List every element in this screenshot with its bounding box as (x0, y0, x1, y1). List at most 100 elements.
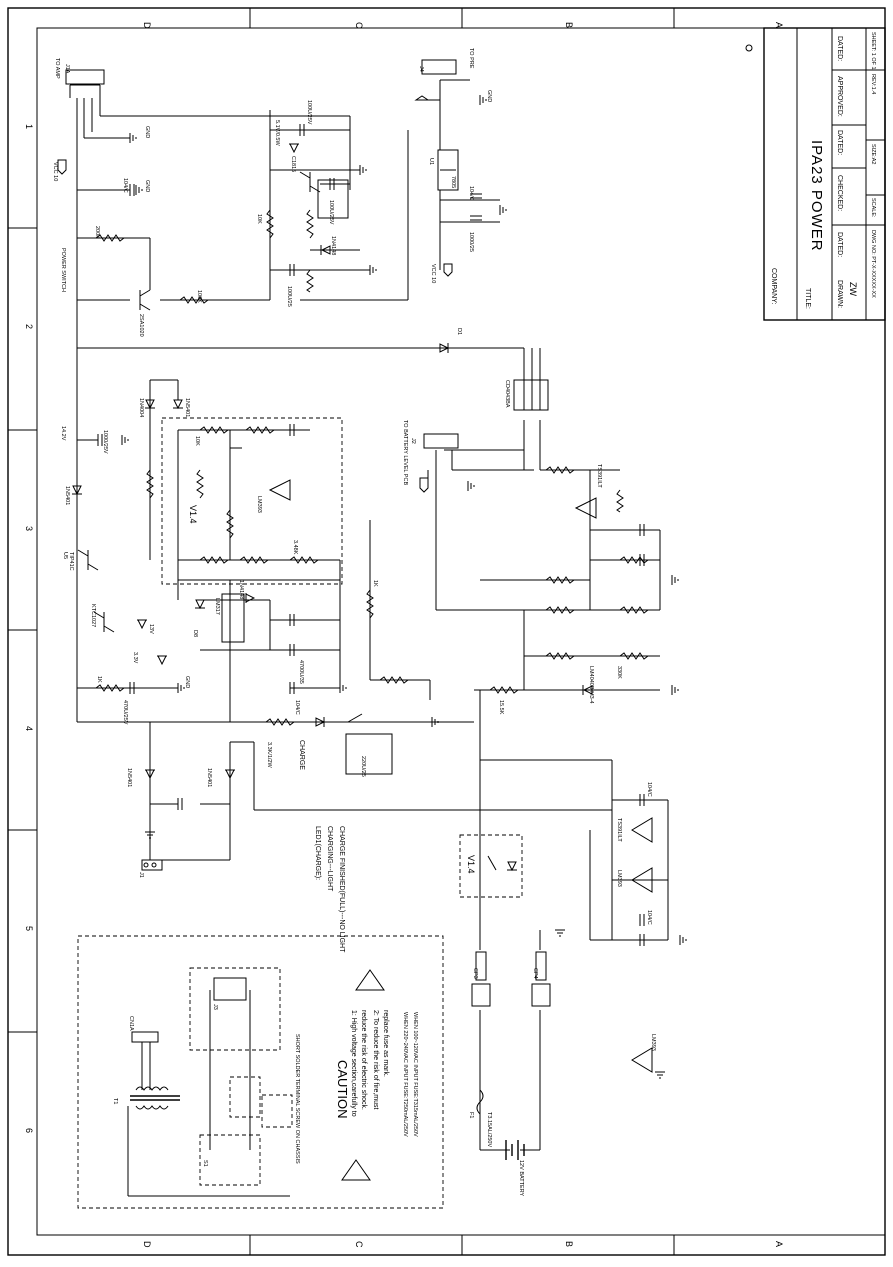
led-line-2: CHARGE FINISHED(FULL)---NO LIGHT (338, 826, 345, 953)
battery-fuse-label: T3.15AL/250V (486, 1112, 492, 1147)
to-amp-label: TO AMP (54, 58, 60, 79)
svg-text:1N5401: 1N5401 (206, 768, 212, 787)
drawing-title: IPA23 POWER (808, 140, 825, 252)
grounds (121, 95, 687, 1079)
caution-line-1b: reduce the risk of electric shock. (360, 1010, 367, 1110)
dated-label-2: DATED: (836, 130, 843, 155)
battery-level-header (423, 433, 459, 449)
svg-text:C1815: C1815 (290, 156, 296, 172)
svg-text:104/C: 104/C (646, 782, 652, 797)
scale-label: SCALE: (870, 198, 876, 218)
svg-text:10K: 10K (194, 436, 200, 446)
svg-text:7805: 7805 (450, 176, 456, 188)
svg-text:TS391ILT: TS391ILT (596, 464, 602, 488)
misc-parts (127, 44, 753, 1197)
caution-line-2b: replace fuse as mark. (382, 1010, 389, 1077)
u3b-ts391 (631, 817, 653, 843)
svg-text:470U/25V: 470U/25V (122, 700, 128, 725)
svg-text:3: 3 (24, 526, 34, 531)
svg-text:GND: GND (486, 90, 492, 102)
svg-text:VCC 10: VCC 10 (52, 162, 58, 181)
svg-text:CP3: CP3 (472, 968, 478, 979)
approved-label: APPROVED: (836, 76, 843, 117)
to-pre-label: TO PRE (468, 48, 474, 69)
caution-line-2: 2: To reduce the risk of fire,must (372, 1010, 379, 1110)
u7-ts391 (574, 497, 597, 519)
svg-text:U5: U5 (62, 552, 68, 559)
svg-text:VCC 10: VCC 10 (430, 264, 436, 283)
caution-line-4: WHEN 100~120VAC INPUT FUSE:T315mAL/250V (412, 1012, 418, 1137)
checked-label: CHECKED: (836, 175, 843, 211)
v14-label-a: V1.4 (188, 505, 198, 524)
transistors (77, 171, 321, 633)
svg-text:T1: T1 (112, 1098, 118, 1104)
zone-b-top: B (564, 22, 574, 28)
caution-line-1: 1: High voltage section,carefully to (350, 1010, 357, 1117)
svg-text:3.48K: 3.48K (292, 540, 298, 555)
battery-label: 12V BATTERY (518, 1160, 524, 1197)
power-switch-label: POWER SWITCH (60, 248, 66, 292)
c16-box (317, 179, 349, 219)
svg-text:15.5K: 15.5K (498, 700, 504, 715)
vcc-symbols (57, 95, 453, 493)
svg-text:104/C: 104/C (468, 186, 474, 201)
svg-text:1N4148: 1N4148 (330, 236, 336, 255)
drawn-label: DRAWN: (836, 280, 843, 308)
zone-c-top: C (354, 22, 364, 29)
resistors (95, 209, 649, 726)
svg-text:104/C: 104/C (122, 178, 128, 193)
svg-text:200K: 200K (94, 226, 100, 239)
svg-text:6: 6 (24, 1128, 34, 1133)
j3a-header (131, 1031, 159, 1043)
j1-header (141, 859, 163, 871)
svg-text:10K: 10K (256, 214, 262, 224)
svg-text:1N4004: 1N4004 (138, 398, 144, 417)
chassis-note: SHORT SOLDER TERMINAL SCREW ON CHASSIS (294, 1034, 300, 1164)
v14-label-b: V1.4 (466, 855, 476, 874)
caution-triangle-1 (341, 1159, 371, 1181)
svg-text:J4: J4 (418, 66, 424, 72)
svg-text:GND: GND (184, 676, 190, 688)
svg-text:1K: 1K (372, 580, 378, 587)
svg-text:D1: D1 (456, 328, 462, 335)
zone-b-bottom: B (564, 1241, 574, 1247)
led-line-1: CHARGING---LIGHT (326, 826, 333, 892)
u3c-lm393 (631, 867, 653, 893)
u1-7805 (437, 149, 459, 191)
svg-text:1000/25: 1000/25 (468, 232, 474, 252)
svg-text:4700U/35: 4700U/35 (298, 660, 304, 684)
svg-text:5.1V/0.5W: 5.1V/0.5W (274, 120, 280, 146)
svg-text:J2: J2 (410, 438, 416, 444)
zone-c-bottom: C (354, 1241, 364, 1248)
title-label: TITLE: (804, 288, 811, 309)
svg-text:F1: F1 (468, 1112, 474, 1118)
fuse-f1 (476, 1089, 484, 1115)
charge-label: CHARGE (298, 740, 305, 770)
zone-d-bottom: D (142, 1241, 152, 1248)
svg-text:GND: GND (144, 180, 150, 192)
dated-label-1: DATED: (836, 232, 843, 257)
drawn-by: ZW (848, 282, 858, 296)
rev-label: REV:1.4 (870, 74, 876, 94)
svg-text:3.3K/1/2W: 3.3K/1/2W (266, 742, 272, 768)
zone-labels-top: D C B A D C B A (142, 22, 784, 1248)
zone-a-bottom: A (774, 1241, 784, 1247)
svg-text:LM4040BIM3-4: LM4040BIM3-4 (588, 666, 594, 704)
svg-text:CN1A: CN1A (128, 1016, 134, 1031)
svg-text:KTC1027: KTC1027 (90, 604, 96, 627)
svg-text:5: 5 (24, 926, 34, 931)
svg-text:1N5401: 1N5401 (64, 486, 70, 505)
caution-line-3: WHEN 220~240VAC INPUT FUSE:T250mAL/250V (402, 1012, 408, 1137)
svg-text:LM393: LM393 (616, 870, 622, 887)
svg-text:3.3V: 3.3V (132, 652, 138, 664)
size-label: SIZE:A2 (870, 144, 876, 164)
capacitors (97, 124, 645, 946)
svg-text:LM393: LM393 (650, 1034, 656, 1051)
pre-header (421, 59, 457, 75)
u3a-lm393 (268, 479, 291, 501)
svg-text:J3: J3 (212, 1004, 218, 1010)
svg-text:2SA1020: 2SA1020 (138, 314, 144, 337)
svg-text:TS391ILT: TS391ILT (616, 818, 622, 842)
u6-cd4043 (513, 379, 549, 411)
